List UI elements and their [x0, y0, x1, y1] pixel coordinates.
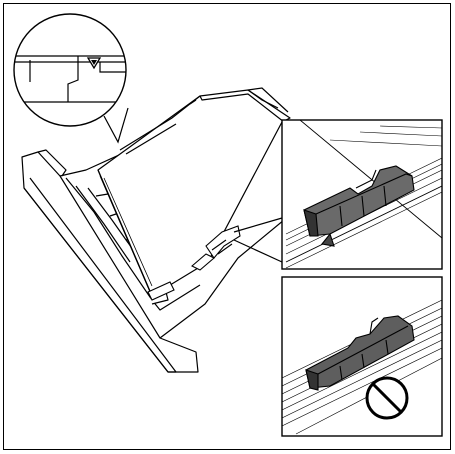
callout-pointer: [103, 107, 129, 144]
side-paper-guide: [147, 225, 241, 301]
callout-leader-lines: [233, 217, 283, 263]
prohibited-sign-icon: [365, 376, 409, 420]
magnified-limit-mark-callout: [13, 13, 129, 144]
paper-guide-incorrect-panel: [281, 276, 443, 437]
tray-rear-wall: [119, 87, 289, 155]
paper-tray: [21, 149, 299, 373]
paper-guide-correct-panel: [281, 119, 443, 270]
paper-guide-icon: [303, 165, 415, 237]
